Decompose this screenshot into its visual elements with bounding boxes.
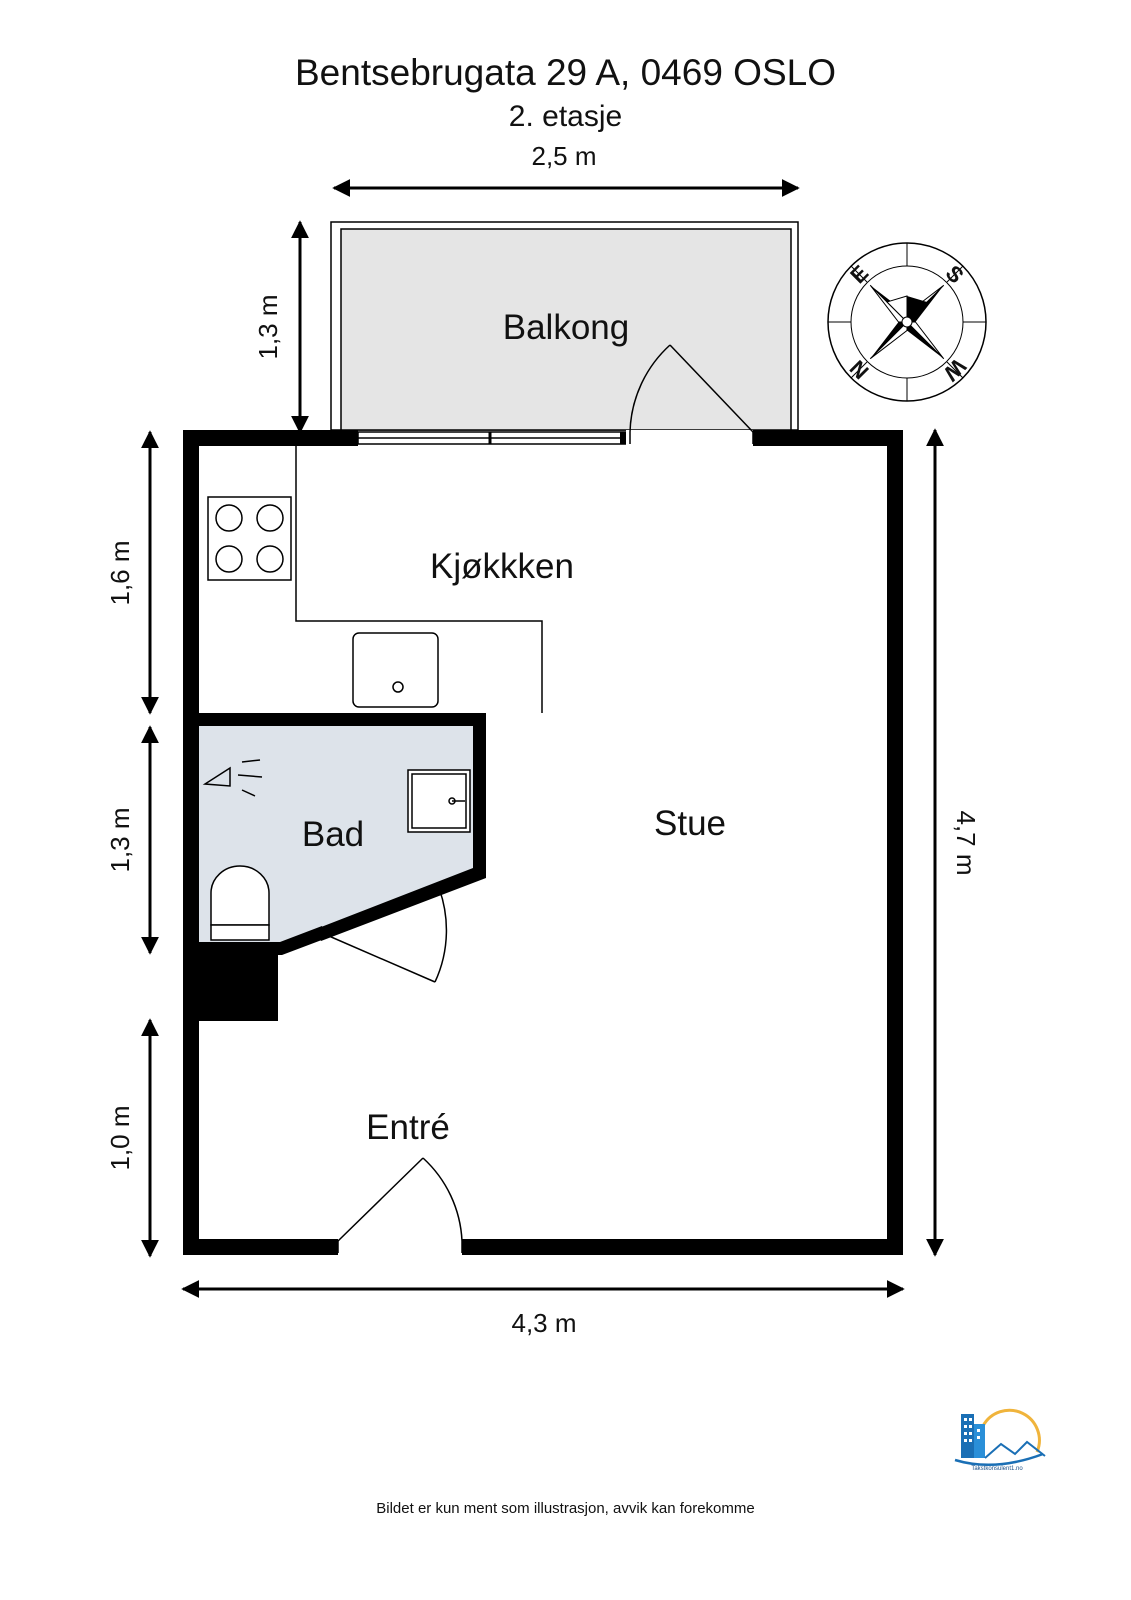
room-label-entrance: Entré xyxy=(366,1108,450,1147)
bathroom-sink xyxy=(407,769,471,833)
balcony-door xyxy=(626,344,754,446)
room-label-bathroom: Bad xyxy=(302,815,364,854)
stove xyxy=(207,496,292,581)
logo-text: Takstkonsulent1.no xyxy=(971,1466,1023,1472)
plan-title: Bentsebrugata 29 A, 0469 OSLO xyxy=(295,52,836,93)
balcony xyxy=(330,221,799,431)
interior-walls xyxy=(198,713,486,1021)
dim-balcony-depth: 1,3 m xyxy=(253,294,283,359)
dimension-lines xyxy=(141,179,944,1298)
entrance-door xyxy=(337,1157,463,1255)
dim-total-width: 4,3 m xyxy=(511,1308,576,1338)
room-label-living: Stue xyxy=(654,804,726,843)
floor-label: 2. etasje xyxy=(508,100,623,133)
dim-kitchen-depth: 1,6 m xyxy=(105,540,135,605)
disclaimer: Bildet er kun ment som illustrasjon, avv… xyxy=(376,1500,755,1517)
room-label-kitchen: Kjøkkken xyxy=(430,547,574,586)
kitchen-sink xyxy=(352,632,439,708)
dim-bathroom-depth: 1,3 m xyxy=(105,807,135,872)
kitchen-counter xyxy=(295,446,543,713)
company-logo: Takstkonsulent1.no xyxy=(954,1408,1046,1472)
dim-total-depth: 4,7 m xyxy=(951,810,981,875)
balcony-window xyxy=(357,431,627,445)
compass-rose: E S W N xyxy=(827,242,987,402)
toilet xyxy=(210,865,270,941)
outer-walls xyxy=(183,430,903,1255)
bathroom-door xyxy=(321,882,448,983)
dim-balcony-width: 2,5 m xyxy=(531,141,596,171)
dim-entrance-depth: 1,0 m xyxy=(105,1105,135,1170)
shower-icon xyxy=(202,759,263,797)
room-label-balcony: Balkong xyxy=(503,308,629,347)
